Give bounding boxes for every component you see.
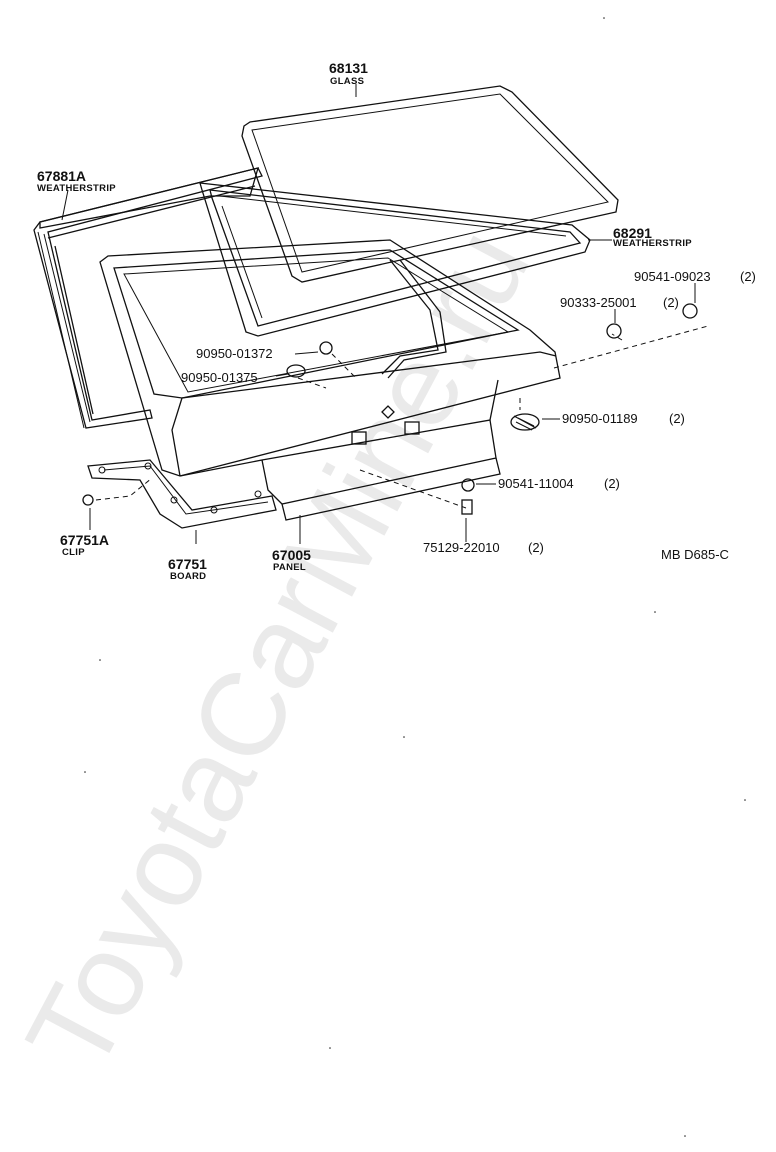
watermark: ToyotaCarMine.ru (1, 208, 555, 1092)
part-label-90950-01372: 90950-01372 (196, 346, 273, 361)
part-label-68291: 68291 WEATHERSTRIP (613, 225, 692, 249)
svg-text:68291: 68291 (613, 225, 652, 241)
part-label-68131: 68131 GLASS (329, 60, 368, 87)
svg-text:PANEL: PANEL (273, 562, 306, 573)
weatherstrip-67881a-drawing (33, 167, 263, 429)
svg-text:90333-25001: 90333-25001 (560, 295, 637, 310)
svg-text:67005: 67005 (272, 547, 311, 563)
leader-lines (61, 84, 709, 544)
svg-text:90950-01375: 90950-01375 (181, 370, 258, 385)
part-label-90541-11004: 90541-11004 (2) (498, 476, 620, 491)
svg-text:90541-09023: 90541-09023 (634, 269, 711, 284)
svg-text:WEATHERSTRIP: WEATHERSTRIP (37, 183, 116, 194)
svg-text:CLIP: CLIP (62, 547, 85, 558)
svg-text:67751A: 67751A (60, 532, 109, 548)
svg-text:75129-22010: 75129-22010 (423, 540, 500, 555)
svg-text:GLASS: GLASS (330, 76, 364, 87)
part-label-67881a: 67881A WEATHERSTRIP (37, 168, 116, 194)
part-label-90950-01375: 90950-01375 (181, 370, 258, 385)
svg-text:(2): (2) (669, 411, 685, 426)
svg-text:90950-01372: 90950-01372 (196, 346, 273, 361)
svg-text:BOARD: BOARD (170, 571, 206, 582)
fasteners-drawing (82, 303, 698, 515)
svg-text:(2): (2) (663, 295, 679, 310)
board-67751-drawing (87, 459, 277, 529)
svg-text:90950-01189: 90950-01189 (562, 411, 638, 426)
svg-text:(2): (2) (528, 540, 544, 555)
back-door-panel-drawing (99, 239, 561, 521)
svg-text:67881A: 67881A (37, 168, 86, 184)
glass-68131-drawing (241, 85, 619, 283)
svg-text:90541-11004: 90541-11004 (498, 476, 574, 491)
svg-text:(2): (2) (604, 476, 620, 491)
svg-text:68131: 68131 (329, 60, 368, 76)
part-label-67005: 67005 PANEL (272, 547, 311, 573)
part-label-90950-01189: 90950-01189 (2) (562, 411, 685, 426)
scan-specks (84, 17, 746, 1137)
part-label-90333-25001: 90333-25001 (2) (560, 295, 679, 310)
svg-text:WEATHERSTRIP: WEATHERSTRIP (613, 238, 692, 249)
diagram-ref: MB D685-C (661, 547, 729, 562)
part-label-75129-22010: 75129-22010 (2) (423, 540, 544, 555)
part-label-67751a: 67751A CLIP (60, 532, 109, 558)
svg-text:(2): (2) (740, 269, 756, 284)
part-label-67751: 67751 BOARD (168, 556, 207, 582)
part-label-90541-09023: 90541-09023 (2) (634, 269, 756, 284)
svg-text:67751: 67751 (168, 556, 207, 572)
